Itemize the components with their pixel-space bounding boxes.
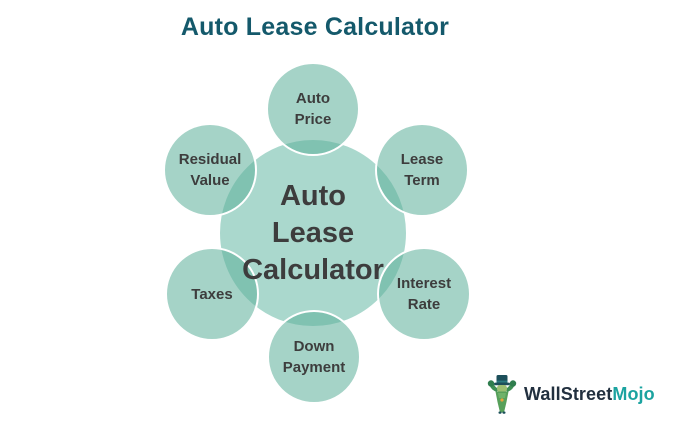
satellite-lease-term-label-line2: Term [404, 172, 440, 189]
wallstreetmojo-wordmark: WallStreetMojo [524, 384, 655, 405]
satellite-down-payment: Down Payment [267, 310, 361, 404]
satellite-auto-price-label-line2: Price [294, 111, 332, 128]
wallstreetmojo-logo: WallStreetMojo [486, 374, 655, 414]
wordmark-wallstreet: WallStreet [524, 383, 613, 404]
center-circle-label-line2: Lease [271, 216, 355, 249]
satellite-residual-value-label: Residual [178, 151, 242, 168]
satellite-taxes: Taxes [165, 247, 259, 341]
center-circle-label-line1: Auto [279, 179, 347, 212]
satellite-interest-rate: Interest Rate [377, 247, 471, 341]
satellite-auto-price: Auto Price [266, 62, 360, 156]
satellite-down-payment-label: Down [293, 338, 335, 355]
satellite-lease-term: Lease Term [375, 123, 469, 217]
page-title: Auto Lease Calculator [180, 13, 450, 41]
center-circle-label-line3: Calculator [242, 253, 384, 286]
satellite-down-payment-label-line2: Payment [282, 359, 346, 376]
satellite-auto-price-label: Auto [295, 90, 331, 107]
satellite-interest-rate-label-line2: Rate [407, 296, 441, 313]
satellite-lease-term-label: Lease [400, 151, 444, 168]
satellite-residual-value-label-line2: Value [190, 172, 230, 189]
satellite-residual-value: Residual Value [163, 123, 257, 217]
wordmark-mojo: Mojo [612, 383, 655, 404]
wallstreetmojo-mascot-icon [487, 375, 517, 414]
satellite-interest-rate-label: Interest [396, 275, 452, 292]
satellite-taxes-label: Taxes [191, 285, 233, 303]
